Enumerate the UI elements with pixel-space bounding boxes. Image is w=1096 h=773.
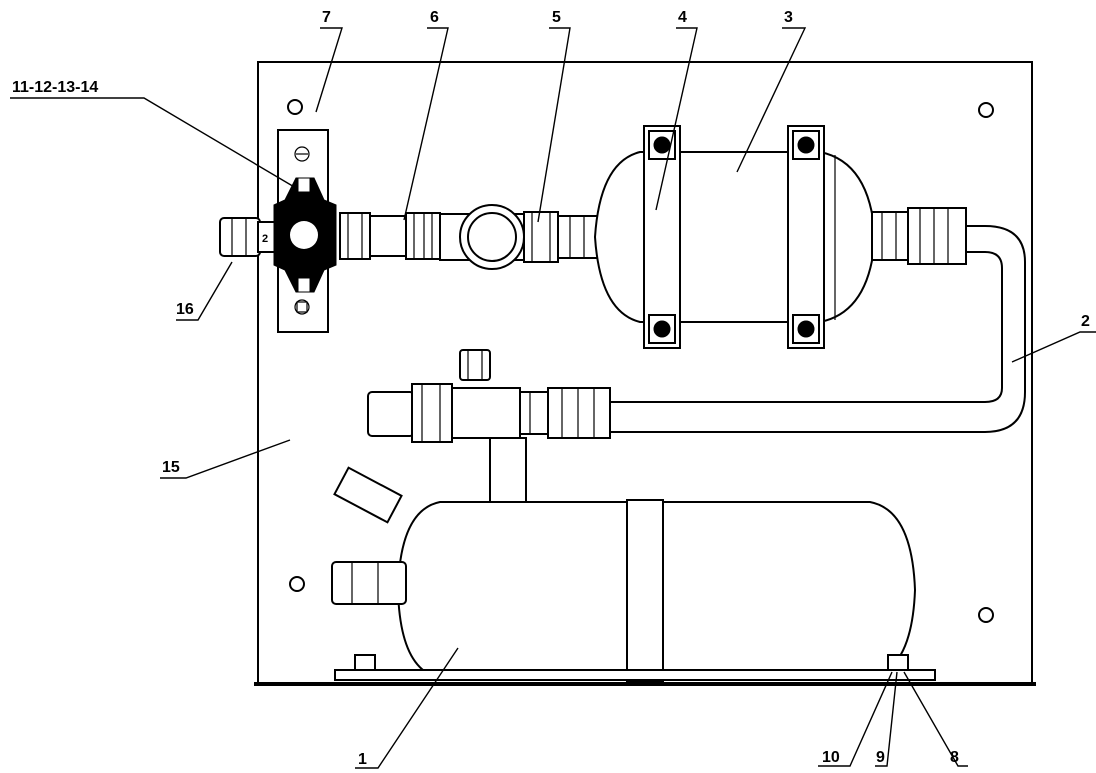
fitting-5 <box>523 211 599 263</box>
leader-11-14 <box>10 97 297 189</box>
inlet-nozzle: 2 <box>219 217 281 257</box>
mounting-plate <box>254 61 1036 686</box>
callout-15: 15 <box>162 459 180 476</box>
sight-glass <box>439 204 525 270</box>
callout-7: 7 <box>322 9 331 26</box>
callout-9: 9 <box>876 749 885 766</box>
leader-4 <box>655 27 698 211</box>
hole-top-left <box>287 99 303 115</box>
leader-3 <box>736 27 807 173</box>
callout-4: 4 <box>678 9 687 26</box>
hole-bottom-right <box>978 607 994 623</box>
filter-receiver <box>593 151 877 323</box>
callout-6: 6 <box>430 9 439 26</box>
callout-11-12-13-14: 11-12-13-14 <box>12 79 98 96</box>
leader-15 <box>160 439 291 479</box>
fitting-chain <box>339 212 441 260</box>
hole-top-right <box>978 102 994 118</box>
valve-assembly <box>273 177 337 293</box>
compressor-cylinder <box>331 466 936 683</box>
hole-bottom-left <box>289 576 305 592</box>
leader-6 <box>403 27 449 221</box>
callout-2: 2 <box>1081 313 1090 330</box>
callout-16: 16 <box>176 301 194 318</box>
leader-1 <box>355 647 459 769</box>
callout-10: 10 <box>822 749 840 766</box>
outlet-fittings <box>871 207 967 265</box>
clamps <box>643 125 825 349</box>
compressor-valve <box>367 349 611 503</box>
callout-8: 8 <box>950 749 959 766</box>
svg-text:2: 2 <box>262 233 268 245</box>
callout-5: 5 <box>552 9 561 26</box>
leader-5 <box>537 27 571 223</box>
callout-labels: 7 6 5 4 3 11-12-13-14 16 2 15 1 10 9 8 <box>12 9 1090 768</box>
leader-16 <box>176 261 233 321</box>
leader-9 <box>875 671 898 767</box>
leader-lines <box>10 27 1096 769</box>
leader-2 <box>1011 331 1096 363</box>
leader-7 <box>315 27 343 113</box>
tube <box>610 225 1026 433</box>
leader-8 <box>903 671 968 767</box>
callout-3: 3 <box>784 9 793 26</box>
mounting-holes <box>287 99 994 623</box>
leader-10 <box>818 671 893 767</box>
callout-1: 1 <box>358 751 367 768</box>
